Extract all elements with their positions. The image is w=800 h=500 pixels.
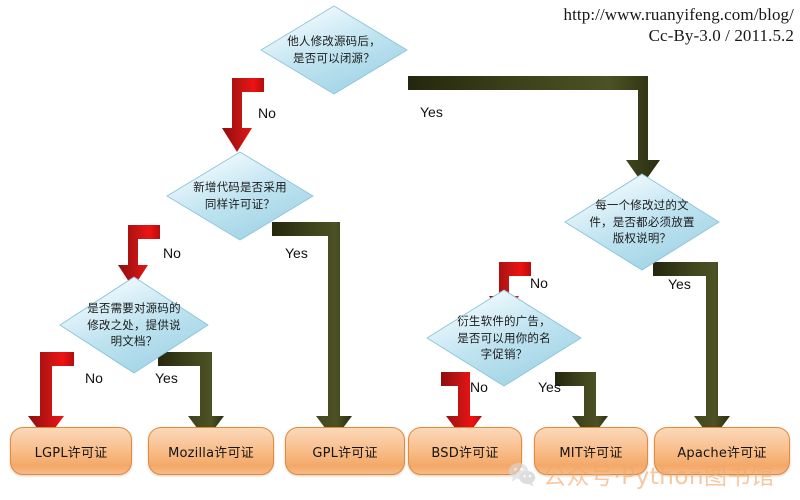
edge-label-yes-d2: Yes [285, 245, 308, 261]
decision-node-d1[interactable]: 他人修改源码后， 是否可以闭源？ [259, 4, 409, 96]
diamond-shape [59, 276, 209, 374]
license-label: MIT许可证 [559, 445, 623, 461]
license-label: LGPL许可证 [34, 445, 108, 461]
license-box-bsd[interactable]: BSD许可证 [408, 427, 522, 475]
arrow-e1 [222, 78, 264, 152]
license-label: GPL许可证 [312, 445, 378, 461]
decision-label: 衍生软件的广告， 是否可以用你的名 字促销？ [457, 313, 551, 362]
edge-label-no-d3: No [85, 370, 103, 386]
edge-label-yes-d3: Yes [155, 370, 178, 386]
arrow-e8 [653, 262, 730, 440]
decision-label: 每一个修改过的文 件，是否都必须放置 版权说明？ [589, 197, 695, 246]
decision-node-d4[interactable]: 每一个修改过的文 件，是否都必须放置 版权说明？ [563, 172, 721, 272]
decision-node-d5[interactable]: 衍生软件的广告， 是否可以用你的名 字促销？ [425, 288, 583, 388]
diamond-shape [426, 289, 582, 387]
arrow-e6 [158, 352, 224, 440]
license-label: BSD许可证 [431, 445, 499, 461]
attribution-url: http://www.ruanyifeng.com/blog/ [563, 5, 794, 24]
decision-node-d2[interactable]: 新增代码是否采用 同样许可证？ [165, 150, 315, 242]
license-box-mit[interactable]: MIT许可证 [534, 427, 648, 475]
edge-label-no-d5: No [470, 379, 488, 395]
attribution-block: http://www.ruanyifeng.com/blog/ Cc-By-3.… [563, 4, 794, 47]
arrow-e2 [408, 76, 660, 184]
decision-label: 他人修改源码后， 是否可以闭源？ [287, 34, 381, 65]
decision-node-d3[interactable]: 是否需要对源码的 修改之处，提供说 明文档？ [58, 275, 210, 375]
diamond-shape [166, 151, 314, 241]
edge-label-no-d4: No [530, 275, 548, 291]
arrow-e10 [555, 372, 608, 440]
edge-label-no-d1: No [258, 105, 276, 121]
license-box-lgpl[interactable]: LGPL许可证 [10, 427, 132, 475]
arrow-e3 [118, 225, 160, 288]
decision-label: 新增代码是否采用 同样许可证？ [193, 180, 287, 211]
diamond-shape [260, 5, 408, 95]
diamond-shape [564, 173, 720, 271]
arrow-e9 [441, 372, 482, 440]
edge-label-yes-d1: Yes [420, 104, 443, 120]
license-box-mozilla[interactable]: Mozilla许可证 [148, 427, 274, 475]
arrow-e4 [272, 222, 352, 440]
edge-label-yes-d4: Yes [668, 276, 691, 292]
license-box-apache[interactable]: Apache许可证 [654, 427, 790, 475]
edge-label-yes-d5: Yes [538, 379, 561, 395]
license-label: Mozilla许可证 [168, 445, 254, 461]
decision-label: 是否需要对源码的 修改之处，提供说 明文档？ [87, 300, 181, 349]
license-box-gpl[interactable]: GPL许可证 [285, 427, 405, 475]
edge-label-no-d2: No [163, 245, 181, 261]
attribution-license: Cc-By-3.0 / 2011.5.2 [648, 26, 794, 46]
arrow-e5 [28, 352, 74, 440]
license-label: Apache许可证 [677, 445, 767, 461]
